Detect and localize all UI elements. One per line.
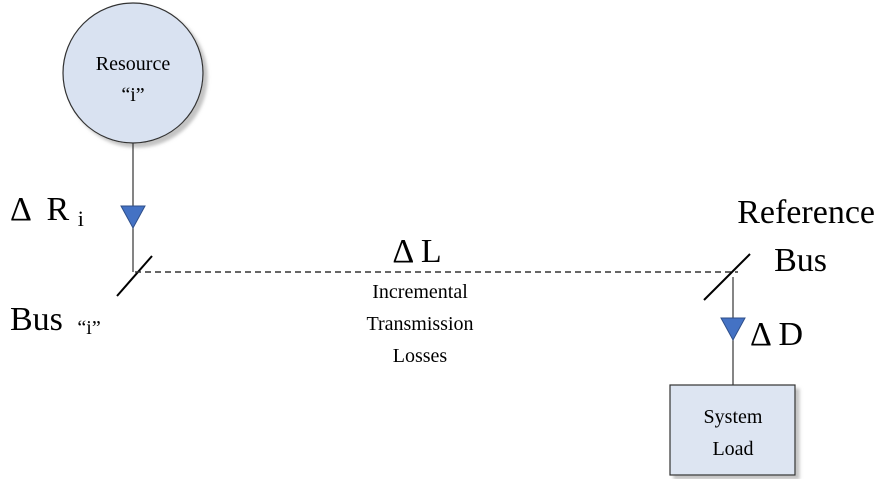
reference-bus-label-line1: Reference (737, 194, 875, 231)
delta-d-label: Δ D (750, 316, 803, 353)
delta-l-label: Δ L (392, 233, 441, 270)
resource-label-line2: “i” (121, 84, 144, 106)
delta-r-variable: R (47, 191, 70, 228)
system-load-label-line1: System (704, 406, 763, 428)
reference-bus-label-line2: Bus (774, 242, 827, 279)
losses-label-line2: Transmission (366, 313, 473, 335)
delta-r-arrow-icon (120, 205, 146, 230)
reference-bus-symbol (703, 253, 751, 301)
losses-label-line1: Incremental (372, 281, 468, 303)
bus-i-text: Bus (10, 301, 63, 338)
losses-label-line3: Losses (393, 345, 448, 367)
delta-r-label: Δ R i (10, 191, 84, 231)
bus-i-subscript: “i” (77, 317, 100, 339)
system-load-box (669, 384, 796, 476)
bus-i-symbol (116, 255, 153, 297)
delta-r-symbol: Δ (10, 191, 31, 228)
system-load-label-line2: Load (712, 438, 753, 460)
delta-r-subscript: i (78, 206, 84, 231)
bus-i-label: Bus “i” (10, 301, 101, 339)
delta-d-arrow-icon (720, 317, 746, 342)
resource-label-line1: Resource (96, 53, 171, 75)
